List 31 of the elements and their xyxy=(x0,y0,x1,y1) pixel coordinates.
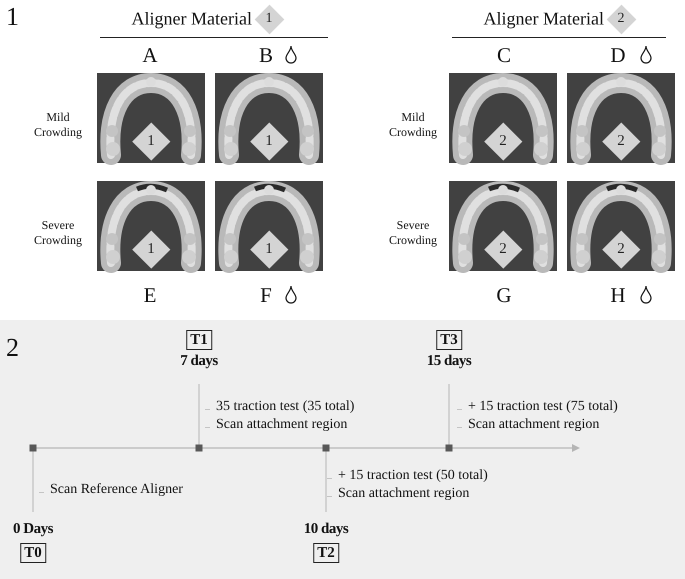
step-note: Scan attachment region xyxy=(338,486,470,502)
group-letter: C xyxy=(497,43,511,68)
row-label: Mild Crowding xyxy=(33,110,83,140)
group-letter: B xyxy=(259,43,273,68)
step-note: Scan attachment region xyxy=(216,417,348,433)
step-note: + 15 traction test (50 total) xyxy=(338,468,488,484)
time-point-box: T0 xyxy=(20,543,46,563)
step-note: + 15 traction test (75 total) xyxy=(468,399,618,415)
row-label: Severe Crowding xyxy=(33,218,83,248)
row-label: Severe Crowding xyxy=(388,218,438,248)
panel-number: 2 xyxy=(6,333,19,363)
time-point-box: T1 xyxy=(186,330,212,350)
step-note: Scan Reference Aligner xyxy=(50,482,183,498)
heading: Aligner Material xyxy=(132,8,252,30)
panel-number: 1 xyxy=(6,2,19,32)
group-letter: E xyxy=(144,283,156,308)
step-note: Scan attachment region xyxy=(468,417,600,433)
group-letter: D xyxy=(610,43,626,68)
day-label: 0 Days xyxy=(13,521,53,538)
day-label: 10 days xyxy=(304,521,348,538)
group-letter: H xyxy=(610,283,626,308)
group-letter: G xyxy=(496,283,512,308)
time-point-box: T3 xyxy=(436,330,462,350)
row-label: Mild Crowding xyxy=(388,110,438,140)
group-letter: A xyxy=(142,43,158,68)
group-letter: F xyxy=(260,283,272,308)
day-label: 15 days xyxy=(426,353,472,370)
day-label: 7 days xyxy=(180,353,218,370)
heading: Aligner Material xyxy=(484,8,604,30)
time-point-box: T2 xyxy=(313,543,339,563)
step-note: 35 traction test (35 total) xyxy=(216,399,354,415)
